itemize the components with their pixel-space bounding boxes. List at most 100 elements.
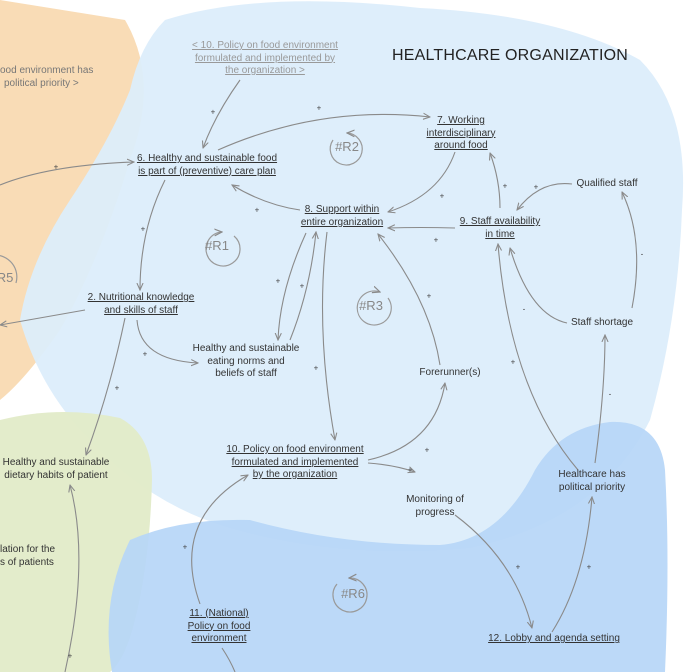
arrow-12-to-priority — [551, 497, 592, 633]
polarity-sign: + — [424, 445, 430, 455]
node-2: 2. Nutritional knowledge and skills of s… — [88, 292, 195, 317]
polarity-sign: + — [510, 357, 516, 367]
node-hc-priority-line1: Healthcare has — [558, 469, 626, 480]
loop-r1-label: #R1 — [205, 238, 229, 253]
loop-r3-arc — [356, 291, 392, 326]
arrow-9-to-7 — [490, 153, 501, 209]
polarity-sign: - — [522, 304, 526, 314]
node-8-line1: 8. Support within — [304, 204, 380, 215]
arrow-7-to-8 — [388, 151, 456, 212]
node-diet-patient: Healthy and sustainable dietary habits o… — [3, 457, 110, 482]
node-norms-line2: eating norms and — [207, 355, 285, 367]
light-blue-region — [20, 1, 684, 552]
clipped-orange-line2: political priority > — [4, 77, 79, 89]
node-hc-priority-line2: political priority — [558, 481, 626, 493]
node-diet-patient-line2: dietary habits of patient — [4, 469, 108, 481]
node-11-line1: 11. (National) — [189, 608, 249, 619]
polarity-sign: - — [640, 249, 644, 259]
node-2-line2: and skills of staff — [104, 304, 178, 316]
node-8: 8. Support within entire organization — [301, 204, 383, 229]
node-6-line2: is part of (preventive) care plan — [138, 165, 276, 177]
loop-r6-arc — [332, 578, 368, 613]
arrow-shortage-to-9 — [510, 248, 568, 324]
polarity-sign: + — [142, 349, 148, 359]
node-hc-priority: Healthcare has political priority — [558, 469, 625, 494]
polarity-sign: + — [407, 465, 413, 475]
node-7-line1: 7. Working — [437, 115, 485, 126]
arrow-monitoring-to-12 — [454, 514, 532, 628]
polarity-sign: + — [67, 651, 73, 661]
node-12-text: 12. Lobby and agenda setting — [488, 633, 620, 644]
arrow-orange-to-6 — [0, 162, 134, 186]
node-monitoring-line1: Monitoring of — [406, 494, 464, 505]
node-diet-patient-line1: Healthy and sustainable — [2, 457, 110, 468]
polarity-sign: + — [533, 182, 539, 192]
arrow-shortage-to-qualified — [622, 192, 638, 309]
node-10-line3: by the organization — [252, 469, 338, 480]
arrow-2-to-norms — [136, 319, 198, 363]
node-9: 9. Staff availability in time — [460, 216, 540, 241]
loop-r2-label: #R2 — [335, 139, 359, 154]
arrow-qualified-to-9 — [517, 182, 573, 210]
node-qualified-staff: Qualified staff — [577, 178, 638, 191]
node-11-line2: Policy on food — [187, 620, 251, 632]
node-forerunner-text: Forerunner(s) — [419, 367, 481, 378]
node-7-line3: around food — [434, 140, 488, 151]
polarity-sign: + — [586, 562, 592, 572]
arrow-policy-ghost-to-6 — [203, 79, 241, 148]
node-norms-line3: beliefs of staff — [215, 368, 277, 379]
arrow-8-to-10 — [321, 231, 336, 440]
clipped-orange-line1: ood environment has — [0, 65, 94, 76]
arrow-10-to-forerunner — [367, 383, 445, 461]
clipped-orange-label: ood environment has political priority > — [0, 65, 93, 90]
node-qualified-staff-text: Qualified staff — [576, 178, 638, 189]
arrow-8-to-6 — [232, 185, 301, 211]
polarity-sign: + — [299, 281, 305, 291]
arrow-10-to-monitoring — [367, 462, 415, 472]
polarity-sign: + — [254, 205, 260, 215]
arrow-bottom-to-diet — [64, 485, 80, 672]
healthcare-organization-title: HEALTHCARE ORGANIZATION — [392, 47, 629, 64]
loop-r2-arc — [329, 133, 363, 166]
polarity-sign: + — [182, 542, 188, 552]
polarity-sign: + — [114, 383, 120, 393]
polarity-sign: + — [502, 181, 508, 191]
node-2-line1: 2. Nutritional knowledge — [87, 292, 195, 303]
node-policy-ghost-line1: < 10. Policy on food environment — [192, 40, 338, 51]
node-9-line1: 9. Staff availability — [459, 216, 541, 227]
node-monitoring: Monitoring of progress — [406, 494, 464, 519]
polarity-sign: + — [210, 107, 216, 117]
loop-r1-arc — [205, 232, 241, 267]
node-policy-ghost-line3: the organization > — [225, 65, 305, 76]
node-9-line2: in time — [485, 228, 515, 240]
node-norms-line1: Healthy and sustainable — [192, 343, 300, 354]
loop-r6-label: #R6 — [341, 586, 365, 601]
node-7-line2: interdisciplinary — [426, 127, 496, 139]
arrow-9-to-8 — [388, 228, 456, 229]
loop-r5-arc — [0, 255, 18, 284]
node-12: 12. Lobby and agenda setting — [488, 633, 620, 646]
node-policy-ghost-line2: formulated and implemented by — [194, 52, 336, 64]
arrow-2-to-diet — [86, 317, 126, 455]
arrow-forerunner-to-8 — [378, 234, 441, 366]
polarity-sign: + — [275, 276, 281, 286]
node-10-line1: 10. Policy on food environment — [226, 444, 364, 455]
node-staff-shortage-text: Staff shortage — [570, 317, 634, 328]
node-monitoring-line2: progress — [415, 506, 455, 518]
loop-r5-label: R5 — [0, 270, 14, 285]
arrow-norms-to-8 — [289, 232, 316, 341]
polarity-sign: + — [53, 162, 59, 172]
node-8-line2: entire organization — [300, 216, 384, 228]
polarity-sign: + — [313, 363, 319, 373]
node-policy-ghost: < 10. Policy on food environment formula… — [192, 40, 338, 78]
node-7: 7. Working interdisciplinary around food — [427, 115, 496, 153]
arrow-priority-to-9 — [498, 244, 579, 471]
polarity-sign: + — [426, 291, 432, 301]
node-10: 10. Policy on food environment formulate… — [226, 444, 363, 482]
polarity-sign: + — [433, 235, 439, 245]
arrow-2-to-orange — [0, 309, 86, 325]
clipped-green-line1: lation for the — [0, 544, 56, 555]
node-11: 11. (National) Policy on food environmen… — [188, 608, 251, 646]
polarity-sign: + — [515, 562, 521, 572]
